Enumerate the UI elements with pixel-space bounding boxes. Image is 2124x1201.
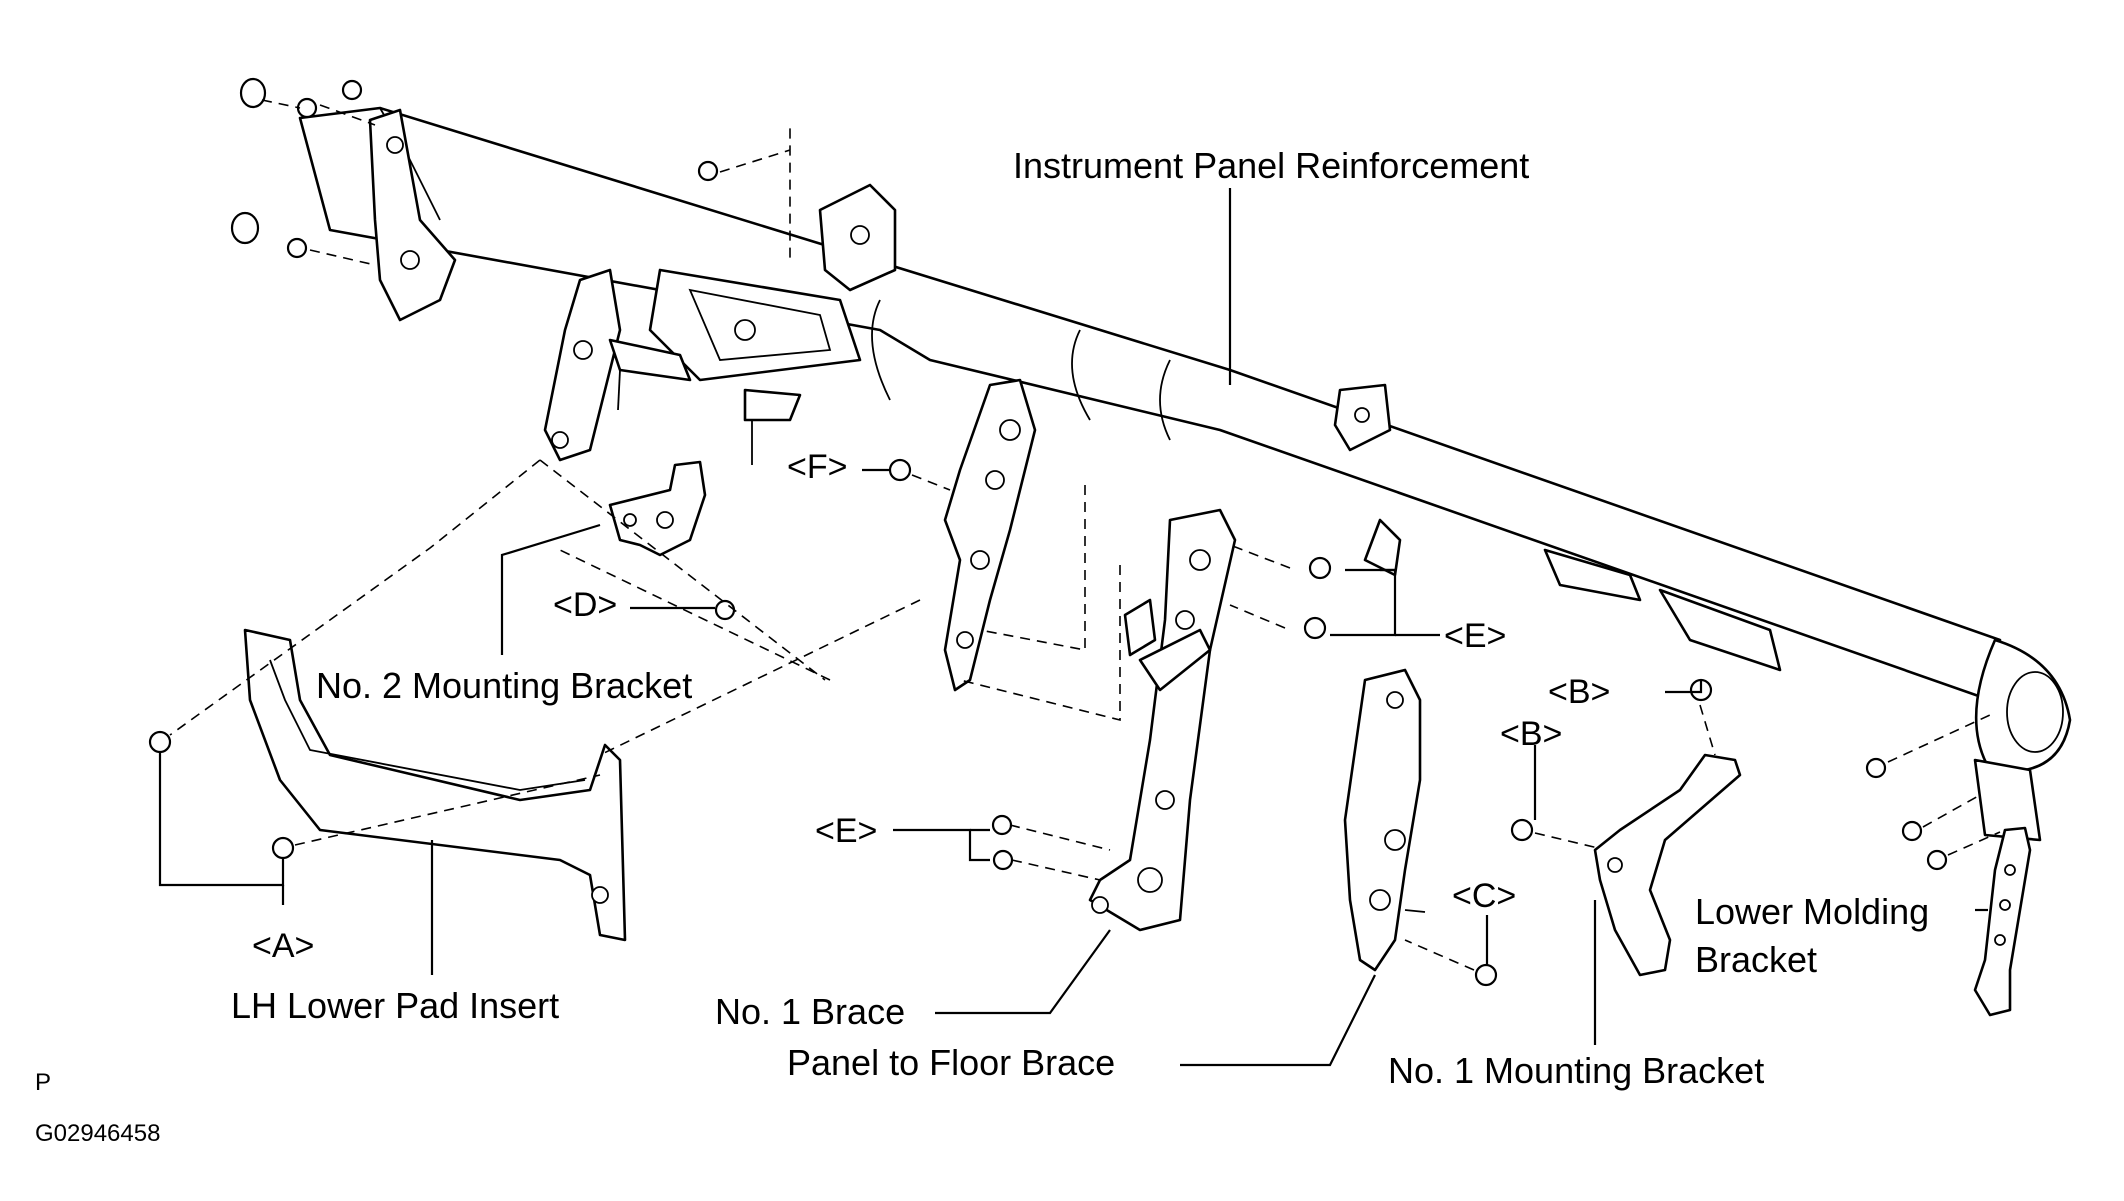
leader-lines (158, 188, 1988, 1067)
label-instrument-panel-reinforcement: Instrument Panel Reinforcement (1013, 145, 1529, 186)
part-labels: Instrument Panel Reinforcement No. 2 Mou… (231, 145, 1929, 1091)
fasteners (148, 77, 1948, 987)
label-no2-mounting-bracket: No. 2 Mounting Bracket (316, 665, 692, 706)
label-lh-lower-pad-insert: LH Lower Pad Insert (231, 985, 559, 1026)
tag-d: <D> (553, 586, 617, 624)
installation-lines (169, 99, 2001, 971)
label-lower-molding-bracket-line1: Lower Molding (1695, 891, 1929, 932)
no2-mounting-bracket-part (608, 460, 707, 557)
reinforcement-tab-part (1333, 383, 1392, 452)
figure-code: G02946458 (35, 1120, 160, 1147)
label-no1-brace: No. 1 Brace (715, 991, 905, 1032)
tag-a: <A> (252, 927, 314, 965)
tag-e-lower: <E> (815, 812, 877, 850)
fastener-tags: <A> <B> <B> <C> <D> <E> <E> <F> (252, 448, 1610, 965)
label-panel-to-floor-brace: Panel to Floor Brace (787, 1042, 1115, 1083)
tag-f: <F> (787, 448, 847, 486)
view-letter: P (35, 1069, 51, 1096)
tag-b-lower: <B> (1500, 715, 1562, 753)
label-no1-mounting-bracket: No. 1 Mounting Bracket (1388, 1050, 1764, 1091)
label-lower-molding-bracket-line2: Bracket (1695, 939, 1817, 980)
no1-mounting-bracket-part (1593, 753, 1742, 977)
lower-molding-bracket-part (1973, 826, 2032, 1017)
steering-support-bracket-part (943, 378, 1037, 692)
lh-lower-pad-insert-part (243, 628, 627, 942)
footer: P G02946458 (35, 1069, 160, 1147)
no1-brace-part (1088, 508, 1237, 932)
instrument-panel-reinforcement-part (298, 106, 2072, 842)
left-end-bracket-part (368, 108, 457, 322)
tag-e-upper: <E> (1444, 617, 1506, 655)
center-bracket-part (543, 183, 897, 465)
tag-c: <C> (1452, 877, 1516, 915)
panel-to-floor-brace-part (1343, 668, 1426, 972)
tag-b-upper: <B> (1548, 673, 1610, 711)
